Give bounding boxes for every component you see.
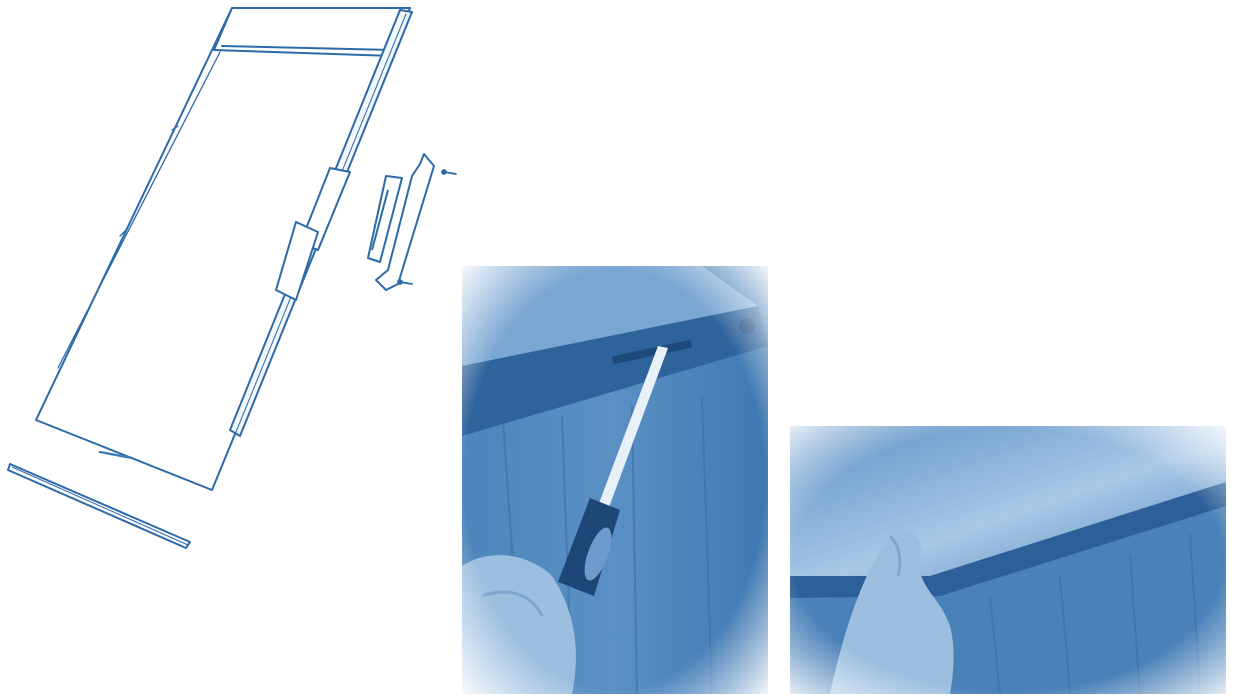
exploded-door-drawing	[0, 0, 480, 560]
door-handle	[368, 154, 434, 290]
photo-hand-lifting-panel	[790, 426, 1226, 694]
photo-screwdriver-prying-edge	[462, 266, 768, 694]
bottom-bar	[8, 464, 190, 548]
door-panel	[36, 8, 410, 490]
